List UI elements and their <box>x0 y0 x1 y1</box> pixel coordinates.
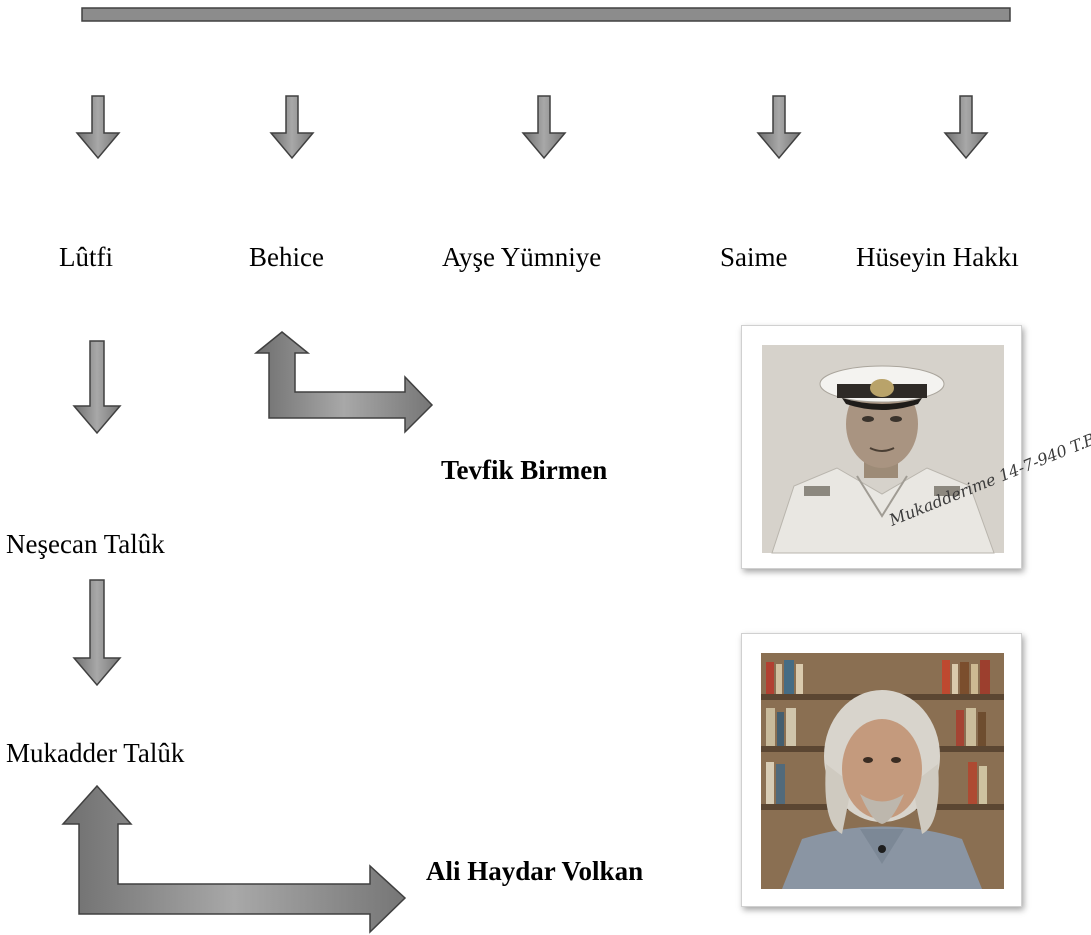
arrow-to-ayse <box>521 95 567 160</box>
arrow-to-lutfi <box>75 95 121 160</box>
photo-ali-haydar-volkan <box>741 633 1022 907</box>
arrow-to-saime <box>756 95 802 160</box>
spouse-tevfik-birmen: Tevfik Birmen <box>441 455 608 485</box>
child-behice: Behice <box>249 242 324 272</box>
top-connector-bar <box>81 7 1011 22</box>
arrow-to-huseyin <box>943 95 989 160</box>
arrow-to-behice <box>269 95 315 160</box>
spouse-ali-haydar-volkan: Ali Haydar Volkan <box>426 856 644 886</box>
descendant-nesecan-taluk: Neşecan Talûk <box>6 529 165 559</box>
child-ayse-yumniye: Ayşe Yümniye <box>442 242 602 272</box>
marriage-arrow-behice-tevfik <box>253 331 434 434</box>
child-huseyin-hakki: Hüseyin Hakkı <box>856 242 1019 272</box>
arrow-nesecan-to-mukadder <box>72 579 122 687</box>
arrow-lutfi-to-nesecan <box>72 340 122 435</box>
marriage-arrow-mukadder-ali <box>61 784 407 934</box>
photo-tevfik-birmen: Mukadderime 14-7-940 T.B. <box>741 325 1091 569</box>
descendant-mukadder-taluk: Mukadder Talûk <box>6 738 185 768</box>
child-saime: Saime <box>720 242 788 272</box>
child-lutfi: Lûtfi <box>59 242 113 272</box>
